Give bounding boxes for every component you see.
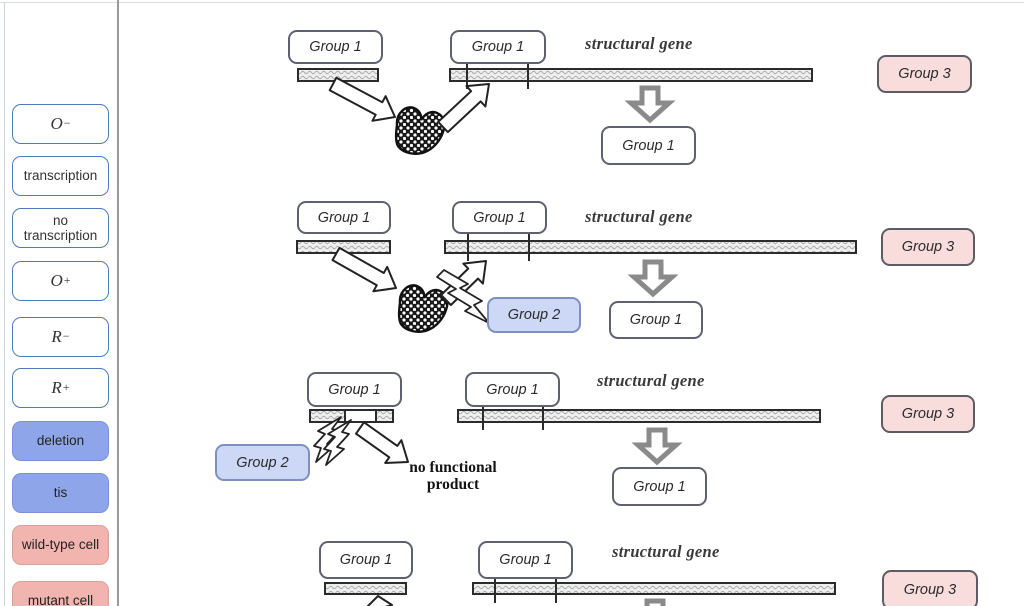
option-label: O xyxy=(50,114,63,134)
group1-slot-r2-product[interactable]: Group 1 xyxy=(609,301,703,339)
regulator-arrow-partial xyxy=(366,595,393,606)
group3-slot-r4[interactable]: Group 3 xyxy=(882,570,978,606)
repressor-to-operator-arrow xyxy=(437,83,490,134)
option-superscript: + xyxy=(63,273,71,288)
regulator-gene-bar xyxy=(296,240,391,254)
row4-diagram xyxy=(324,575,836,606)
repressor-to-operator-arrow xyxy=(440,260,487,306)
option-tis[interactable]: tis xyxy=(12,473,109,513)
option-label: tis xyxy=(53,485,68,501)
regulator-gene-bar xyxy=(324,582,407,595)
group3-slot-r1[interactable]: Group 3 xyxy=(877,55,972,93)
panel-divider xyxy=(117,0,119,606)
regulator-gene-bar-right-segment xyxy=(375,409,394,423)
group-label: Group 1 xyxy=(633,478,686,495)
operon-dna-bar xyxy=(457,409,821,423)
group-label: Group 1 xyxy=(629,312,683,328)
transcription-arrow xyxy=(631,427,683,466)
option-wild-type-cell[interactable]: wild-type cell xyxy=(12,525,109,565)
group-label: Group 1 xyxy=(622,137,675,154)
regulator-gene-deleted-segment xyxy=(344,409,377,423)
option-mutant-cell[interactable]: mutant cell xyxy=(12,581,109,606)
no-functional-line1: no functional xyxy=(409,459,497,476)
operon-dna-bar xyxy=(449,68,813,82)
option-label: wild-type cell xyxy=(21,537,100,553)
group1-slot-r2-regulator[interactable]: Group 1 xyxy=(297,201,391,234)
group-label: Group 1 xyxy=(471,39,525,55)
group-label: Group 1 xyxy=(328,381,381,398)
left-border-line xyxy=(4,2,5,606)
row1-diagram xyxy=(297,61,813,155)
no-functional-line2: product xyxy=(426,475,480,493)
group-label: Group 1 xyxy=(499,552,552,568)
group-label: Group 1 xyxy=(473,209,526,226)
group1-slot-r1-regulator[interactable]: Group 1 xyxy=(288,30,383,64)
option-transcription[interactable]: transcription xyxy=(12,156,109,196)
group1-slot-r4-regulator[interactable]: Group 1 xyxy=(319,541,413,579)
option-o-plus[interactable]: O+ xyxy=(12,261,109,301)
option-r-minus[interactable]: R− xyxy=(12,317,109,357)
option-deletion[interactable]: deletion xyxy=(12,421,109,461)
group-label: Group 1 xyxy=(339,552,393,568)
row3-diagram xyxy=(309,402,821,466)
structural-gene-label-r4: structural gene xyxy=(612,542,720,561)
group1-slot-r3-regulator[interactable]: Group 1 xyxy=(307,372,402,407)
group1-slot-r4-operator[interactable]: Group 1 xyxy=(478,541,573,579)
option-no-transcription[interactable]: no transcription xyxy=(12,208,109,248)
regulator-gene-bar xyxy=(297,68,379,82)
group1-slot-r3-product[interactable]: Group 1 xyxy=(612,467,707,506)
group1-slot-r1-operator[interactable]: Group 1 xyxy=(450,30,546,64)
transcription-arrow xyxy=(624,85,676,124)
option-label: deletion xyxy=(36,433,85,449)
regulator-gene-bar-left-segment xyxy=(309,409,346,423)
structural-gene-label-r2: structural gene xyxy=(585,207,693,226)
regulator-to-repressor-arrow xyxy=(328,76,396,122)
regulator-to-repressor-arrow xyxy=(331,246,397,293)
repressor-protein-blob xyxy=(397,284,449,333)
option-o-minus[interactable]: O− xyxy=(12,104,109,144)
group-label: Group 3 xyxy=(901,406,955,422)
operon-dna-bar xyxy=(472,582,836,595)
option-label: mutant cell xyxy=(27,593,94,606)
group1-slot-r2-operator[interactable]: Group 1 xyxy=(452,201,547,234)
group-label: Group 1 xyxy=(309,39,362,55)
option-label: R xyxy=(51,378,62,398)
option-r-plus[interactable]: R+ xyxy=(12,368,109,408)
option-label: O xyxy=(50,271,63,291)
top-border-line xyxy=(0,2,1024,3)
option-superscript: − xyxy=(63,116,71,131)
group-label: Group 3 xyxy=(898,66,951,82)
no-product-arrow xyxy=(355,421,409,464)
group3-slot-r2[interactable]: Group 3 xyxy=(881,228,975,266)
group-label: Group 3 xyxy=(901,239,955,255)
option-label: R xyxy=(51,327,62,347)
option-label: no transcription xyxy=(23,212,98,243)
group3-slot-r3[interactable]: Group 3 xyxy=(881,395,975,433)
group-label: Group 2 xyxy=(507,307,561,323)
option-superscript: + xyxy=(62,380,70,395)
group-label: Group 2 xyxy=(236,454,289,471)
repressor-protein-blob xyxy=(394,106,446,155)
group-label: Group 3 xyxy=(903,582,957,598)
group2-slot-r2[interactable]: Group 2 xyxy=(487,297,581,333)
group1-slot-r3-operator[interactable]: Group 1 xyxy=(465,372,560,407)
structural-gene-label-r3: structural gene xyxy=(597,371,705,390)
mutation-bolt xyxy=(313,416,342,463)
blocked-binding-bolt xyxy=(436,269,490,324)
group-label: Group 1 xyxy=(486,381,539,398)
transcription-arrow xyxy=(627,259,679,298)
group2-slot-r3[interactable]: Group 2 xyxy=(215,444,310,481)
mutation-bolt xyxy=(323,419,352,466)
operon-dna-bar xyxy=(444,240,857,254)
structural-gene-label-r1: structural gene xyxy=(585,34,693,53)
option-superscript: − xyxy=(62,329,70,344)
group-label: Group 1 xyxy=(317,209,371,226)
option-label: transcription xyxy=(23,168,98,184)
group1-slot-r1-product[interactable]: Group 1 xyxy=(601,126,696,165)
transcription-arrow-partial xyxy=(644,598,666,606)
